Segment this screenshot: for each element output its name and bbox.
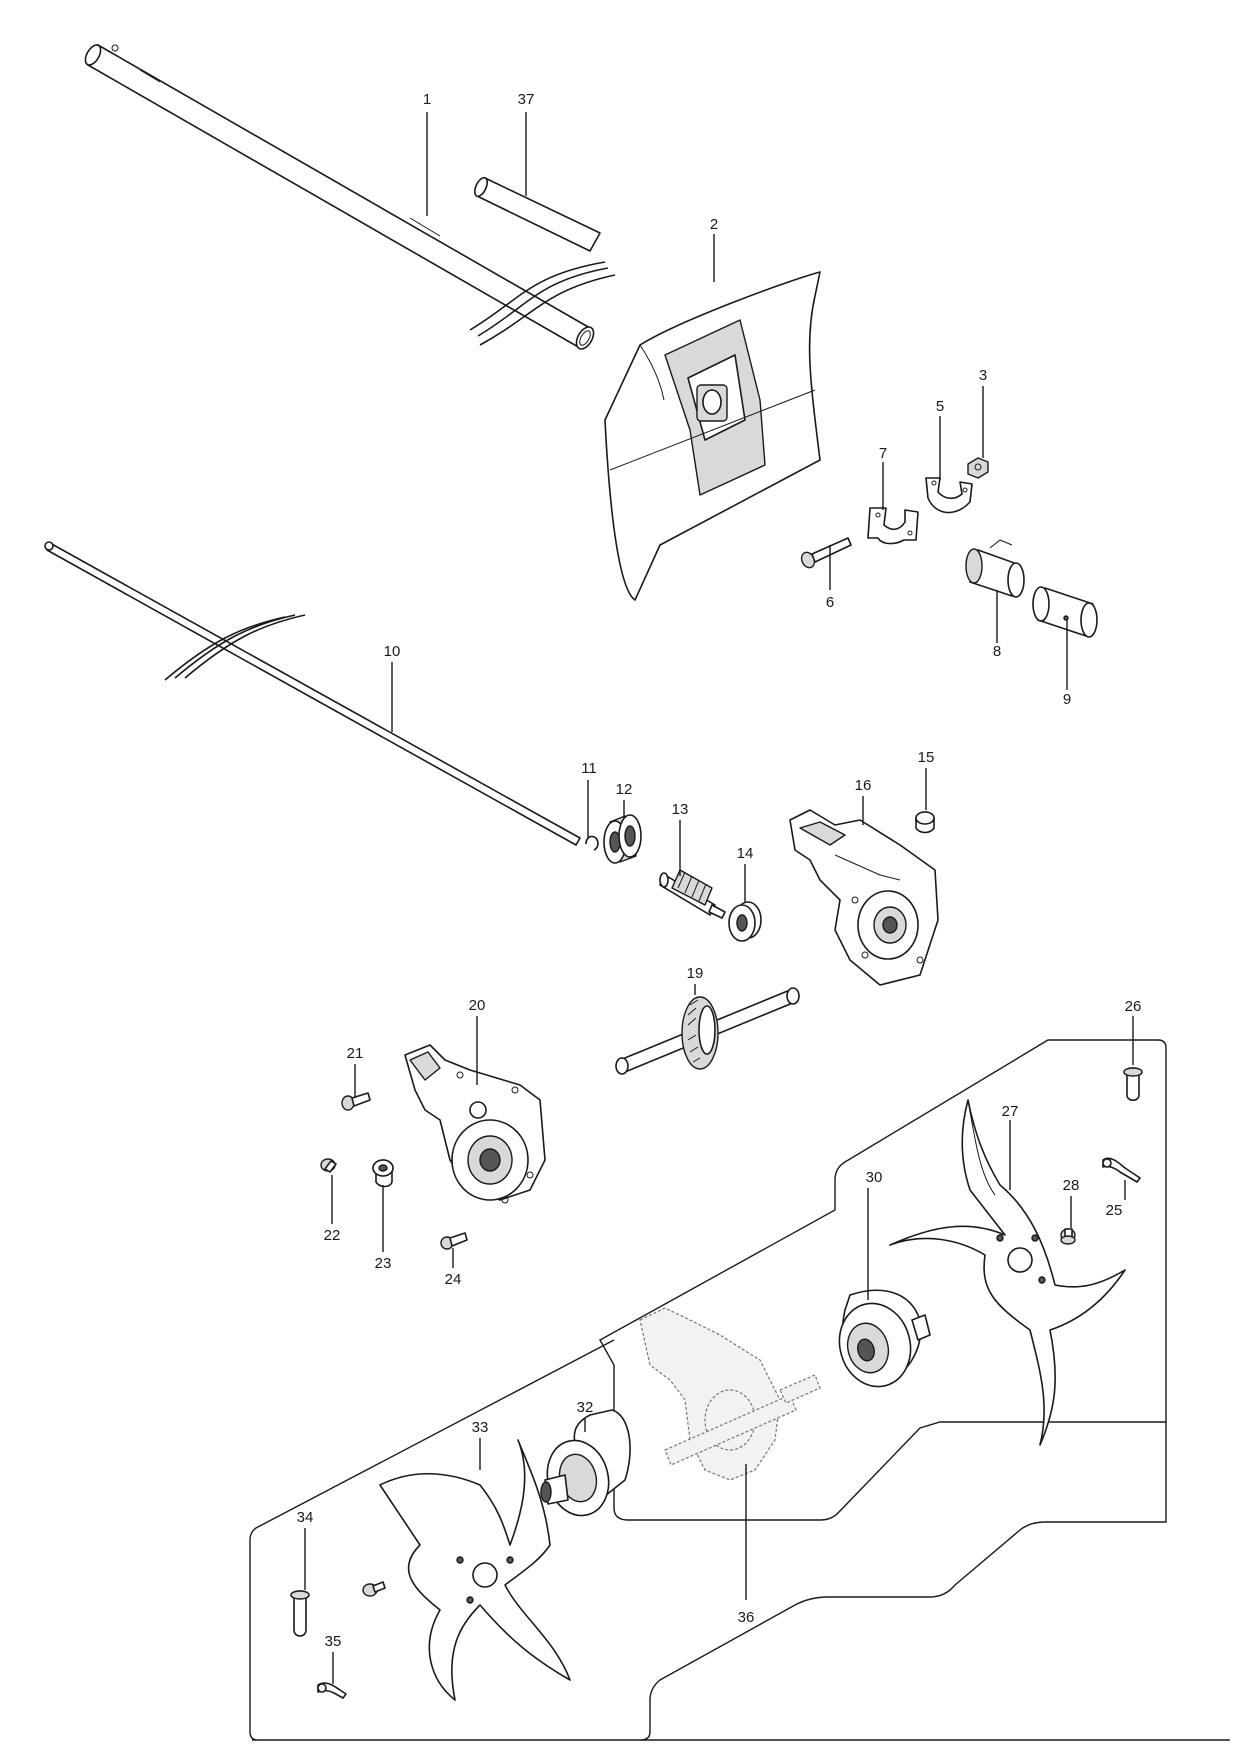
part-1-break-cover: [477, 267, 609, 337]
callout-labels: 1 2 3 5 6 7 8 9 10 11 12 13 14 15 16 19 …: [297, 91, 1142, 1650]
part-34-pin: [290, 1590, 310, 1637]
callout-26: 26: [1125, 998, 1142, 1015]
callout-27: 27: [1002, 1103, 1019, 1120]
part-16-gear-case: [789, 809, 939, 986]
part-20-gear-case: [404, 1044, 546, 1204]
part-11-circlip: [585, 835, 599, 851]
callout-6: 6: [826, 594, 834, 611]
callout-23: 23: [375, 1255, 392, 1272]
part-19-gear-shaft: [615, 987, 800, 1075]
part-15-plug: [915, 811, 935, 834]
callout-35: 35: [325, 1633, 342, 1650]
part-26-pin: [1123, 1067, 1143, 1102]
callout-12: 12: [616, 781, 633, 798]
part-7-clamp: [867, 507, 919, 545]
callout-15: 15: [918, 749, 935, 766]
callout-11: 11: [581, 760, 597, 777]
assembled-gearbox-ghost: [639, 1307, 821, 1481]
callout-13: 13: [672, 801, 689, 818]
kit-outline-upper: [599, 1039, 1167, 1521]
part-27-tine-blade: [889, 1099, 1126, 1446]
part-14-bearing: [728, 901, 762, 942]
callout-2: 2: [710, 216, 718, 233]
callout-21: 21: [347, 1045, 364, 1062]
part-28-bolt: [1060, 1228, 1076, 1245]
part-22-screw: [320, 1158, 337, 1173]
part-10-drive-shaft: [44, 541, 581, 846]
part-21-screw: [341, 1092, 371, 1111]
kit-outline-lower: [249, 1339, 1230, 1741]
leader-lines: [304, 112, 1134, 1684]
part-12-bearing: [603, 814, 642, 864]
part-1-break-mark: [469, 261, 606, 331]
callout-7: 7: [879, 445, 887, 462]
callout-36: 36: [738, 1609, 755, 1626]
part-1-shaft-tube: [84, 44, 595, 350]
part-32-hub: [540, 1409, 631, 1517]
bolt-near-part-34: [362, 1581, 386, 1597]
part-10-break-mark: [164, 616, 286, 681]
callout-25: 25: [1106, 1202, 1123, 1219]
callout-37: 37: [518, 91, 535, 108]
part-1-break-mark-2: [479, 274, 616, 346]
callout-20: 20: [469, 997, 486, 1014]
callout-16: 16: [855, 777, 872, 794]
callout-22: 22: [324, 1227, 341, 1244]
part-30-hub: [838, 1289, 931, 1388]
callout-8: 8: [993, 643, 1001, 660]
part-33-tine-blade: [379, 1439, 571, 1701]
part-23-bushing: [372, 1159, 394, 1188]
callout-1: 1: [423, 91, 431, 108]
part-35-clip: [317, 1682, 347, 1699]
callout-30: 30: [866, 1169, 883, 1186]
part-2-shield: [604, 271, 821, 601]
callout-14: 14: [737, 845, 754, 862]
callout-3: 3: [979, 367, 987, 384]
part-5-clamp: [925, 477, 973, 514]
part-25-clip: [1102, 1157, 1141, 1183]
part-3-nut: [967, 457, 989, 479]
callout-5: 5: [936, 398, 944, 415]
part-13-worm-shaft: [659, 869, 726, 919]
callout-19: 19: [687, 965, 704, 982]
callout-24: 24: [445, 1271, 462, 1288]
part-10-break-mark-2: [184, 614, 306, 679]
part-24-screw: [440, 1232, 468, 1250]
callout-32: 32: [577, 1399, 594, 1416]
callout-10: 10: [384, 643, 401, 660]
callout-33: 33: [472, 1419, 489, 1436]
part-37-sleeve: [474, 176, 601, 252]
part-8-bushing: [965, 539, 1025, 598]
part-9-sleeve: [1032, 586, 1098, 638]
callout-28: 28: [1063, 1177, 1080, 1194]
part-6-bolt: [800, 537, 852, 569]
callout-34: 34: [297, 1509, 314, 1526]
callout-9: 9: [1063, 691, 1071, 708]
